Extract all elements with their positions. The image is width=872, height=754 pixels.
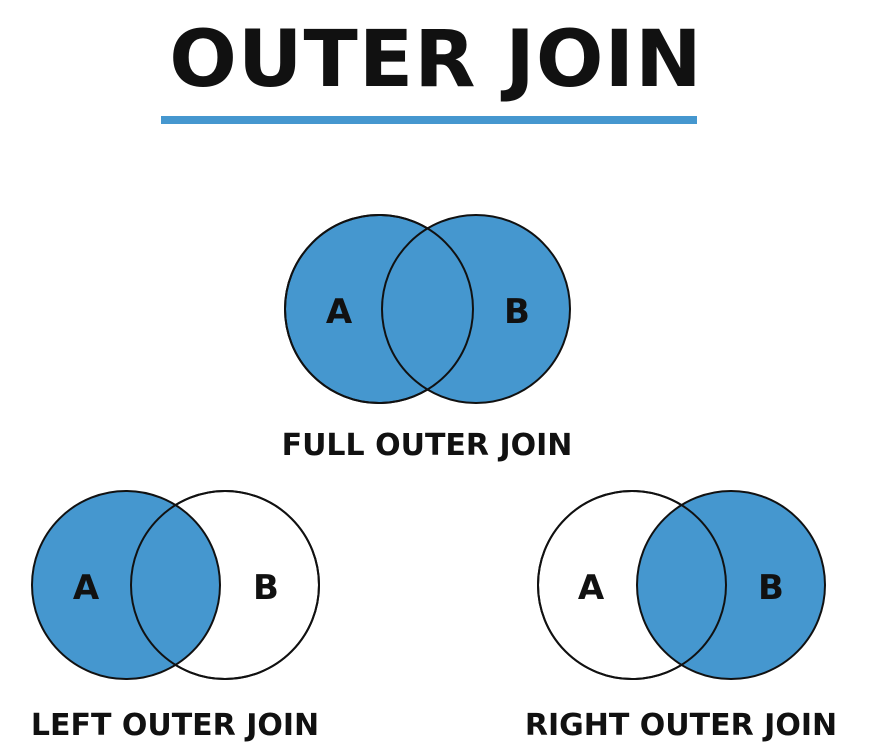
left-set-a-circle xyxy=(31,490,221,680)
left-set-b-label: B xyxy=(253,568,279,608)
full-outer-join-diagram: A B FULL OUTER JOIN xyxy=(282,214,573,463)
left-set-b-outline xyxy=(130,490,320,680)
full-set-a-label: A xyxy=(326,292,353,332)
full-set-b-label: B xyxy=(504,292,530,332)
right-set-a-outline xyxy=(537,490,727,680)
full-set-a-outline xyxy=(284,214,474,404)
left-set-a-label: A xyxy=(73,568,100,608)
full-outer-join-caption: FULL OUTER JOIN xyxy=(282,428,573,463)
left-outer-join-diagram: A B LEFT OUTER JOIN xyxy=(31,490,320,743)
full-set-b-circle xyxy=(381,214,571,404)
right-set-a-label: A xyxy=(578,568,605,608)
left-outer-join-caption: LEFT OUTER JOIN xyxy=(31,708,319,743)
right-set-b-circle xyxy=(636,490,826,680)
right-set-b-label: B xyxy=(758,568,784,608)
right-outer-join-diagram: A B RIGHT OUTER JOIN xyxy=(525,490,837,743)
page-title: OUTER JOIN xyxy=(169,15,703,105)
title-underline xyxy=(161,116,697,124)
right-outer-join-caption: RIGHT OUTER JOIN xyxy=(525,708,837,743)
